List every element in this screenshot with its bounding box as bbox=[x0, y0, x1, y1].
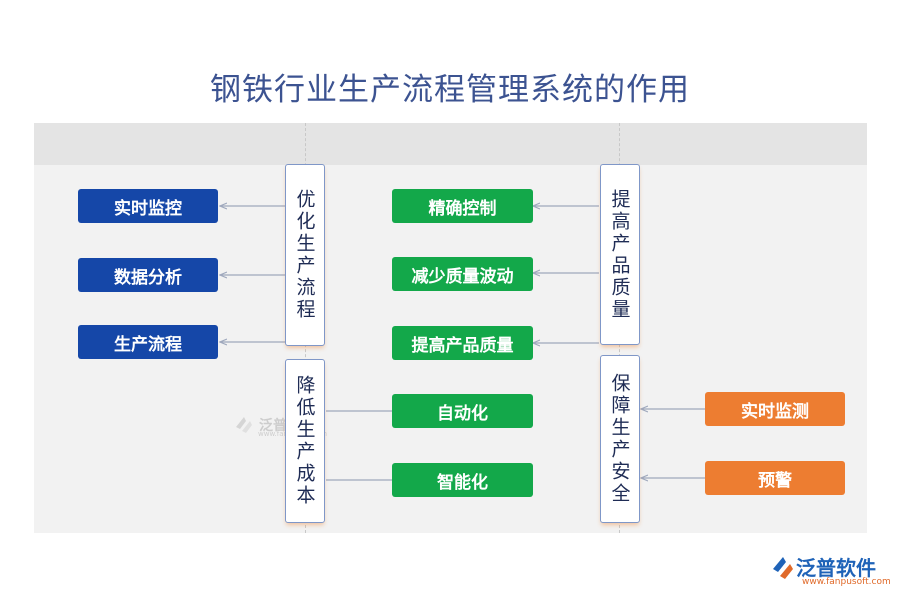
box-precise-control: 精确控制 bbox=[392, 189, 533, 223]
box-realtime-detection: 实时监测 bbox=[705, 392, 845, 426]
category-reduce-cost-label: 降低生产成本 bbox=[293, 375, 316, 507]
box-data-analysis: 数据分析 bbox=[78, 258, 218, 292]
brand-logo-icon bbox=[773, 557, 793, 579]
watermark-logo-icon bbox=[236, 417, 252, 433]
panel-header-band bbox=[34, 123, 867, 165]
brand-name: 泛普软件 bbox=[796, 556, 876, 580]
category-reduce-cost: 降低生产成本 bbox=[285, 359, 325, 523]
box-reduce-fluctuation: 减少质量波动 bbox=[392, 257, 533, 291]
category-improve-quality: 提高产品质量 bbox=[600, 164, 640, 345]
box-realtime-monitoring: 实时监控 bbox=[78, 189, 218, 223]
category-optimize-process: 优化生产流程 bbox=[285, 164, 325, 346]
box-intelligent: 智能化 bbox=[392, 463, 533, 497]
category-quality-label: 提高产品质量 bbox=[608, 188, 631, 321]
box-automation: 自动化 bbox=[392, 394, 533, 428]
category-production-safety: 保障生产安全 bbox=[600, 355, 640, 523]
box-production-process: 生产流程 bbox=[78, 325, 218, 359]
page-title: 钢铁行业生产流程管理系统的作用 bbox=[210, 72, 690, 108]
box-early-warning: 预警 bbox=[705, 461, 845, 495]
box-improve-quality: 提高产品质量 bbox=[392, 326, 533, 360]
category-safety-label: 保障生产安全 bbox=[608, 373, 631, 505]
brand-url: www.fanpusoft.com bbox=[802, 577, 891, 587]
category-optimize-label: 优化生产流程 bbox=[293, 189, 316, 321]
